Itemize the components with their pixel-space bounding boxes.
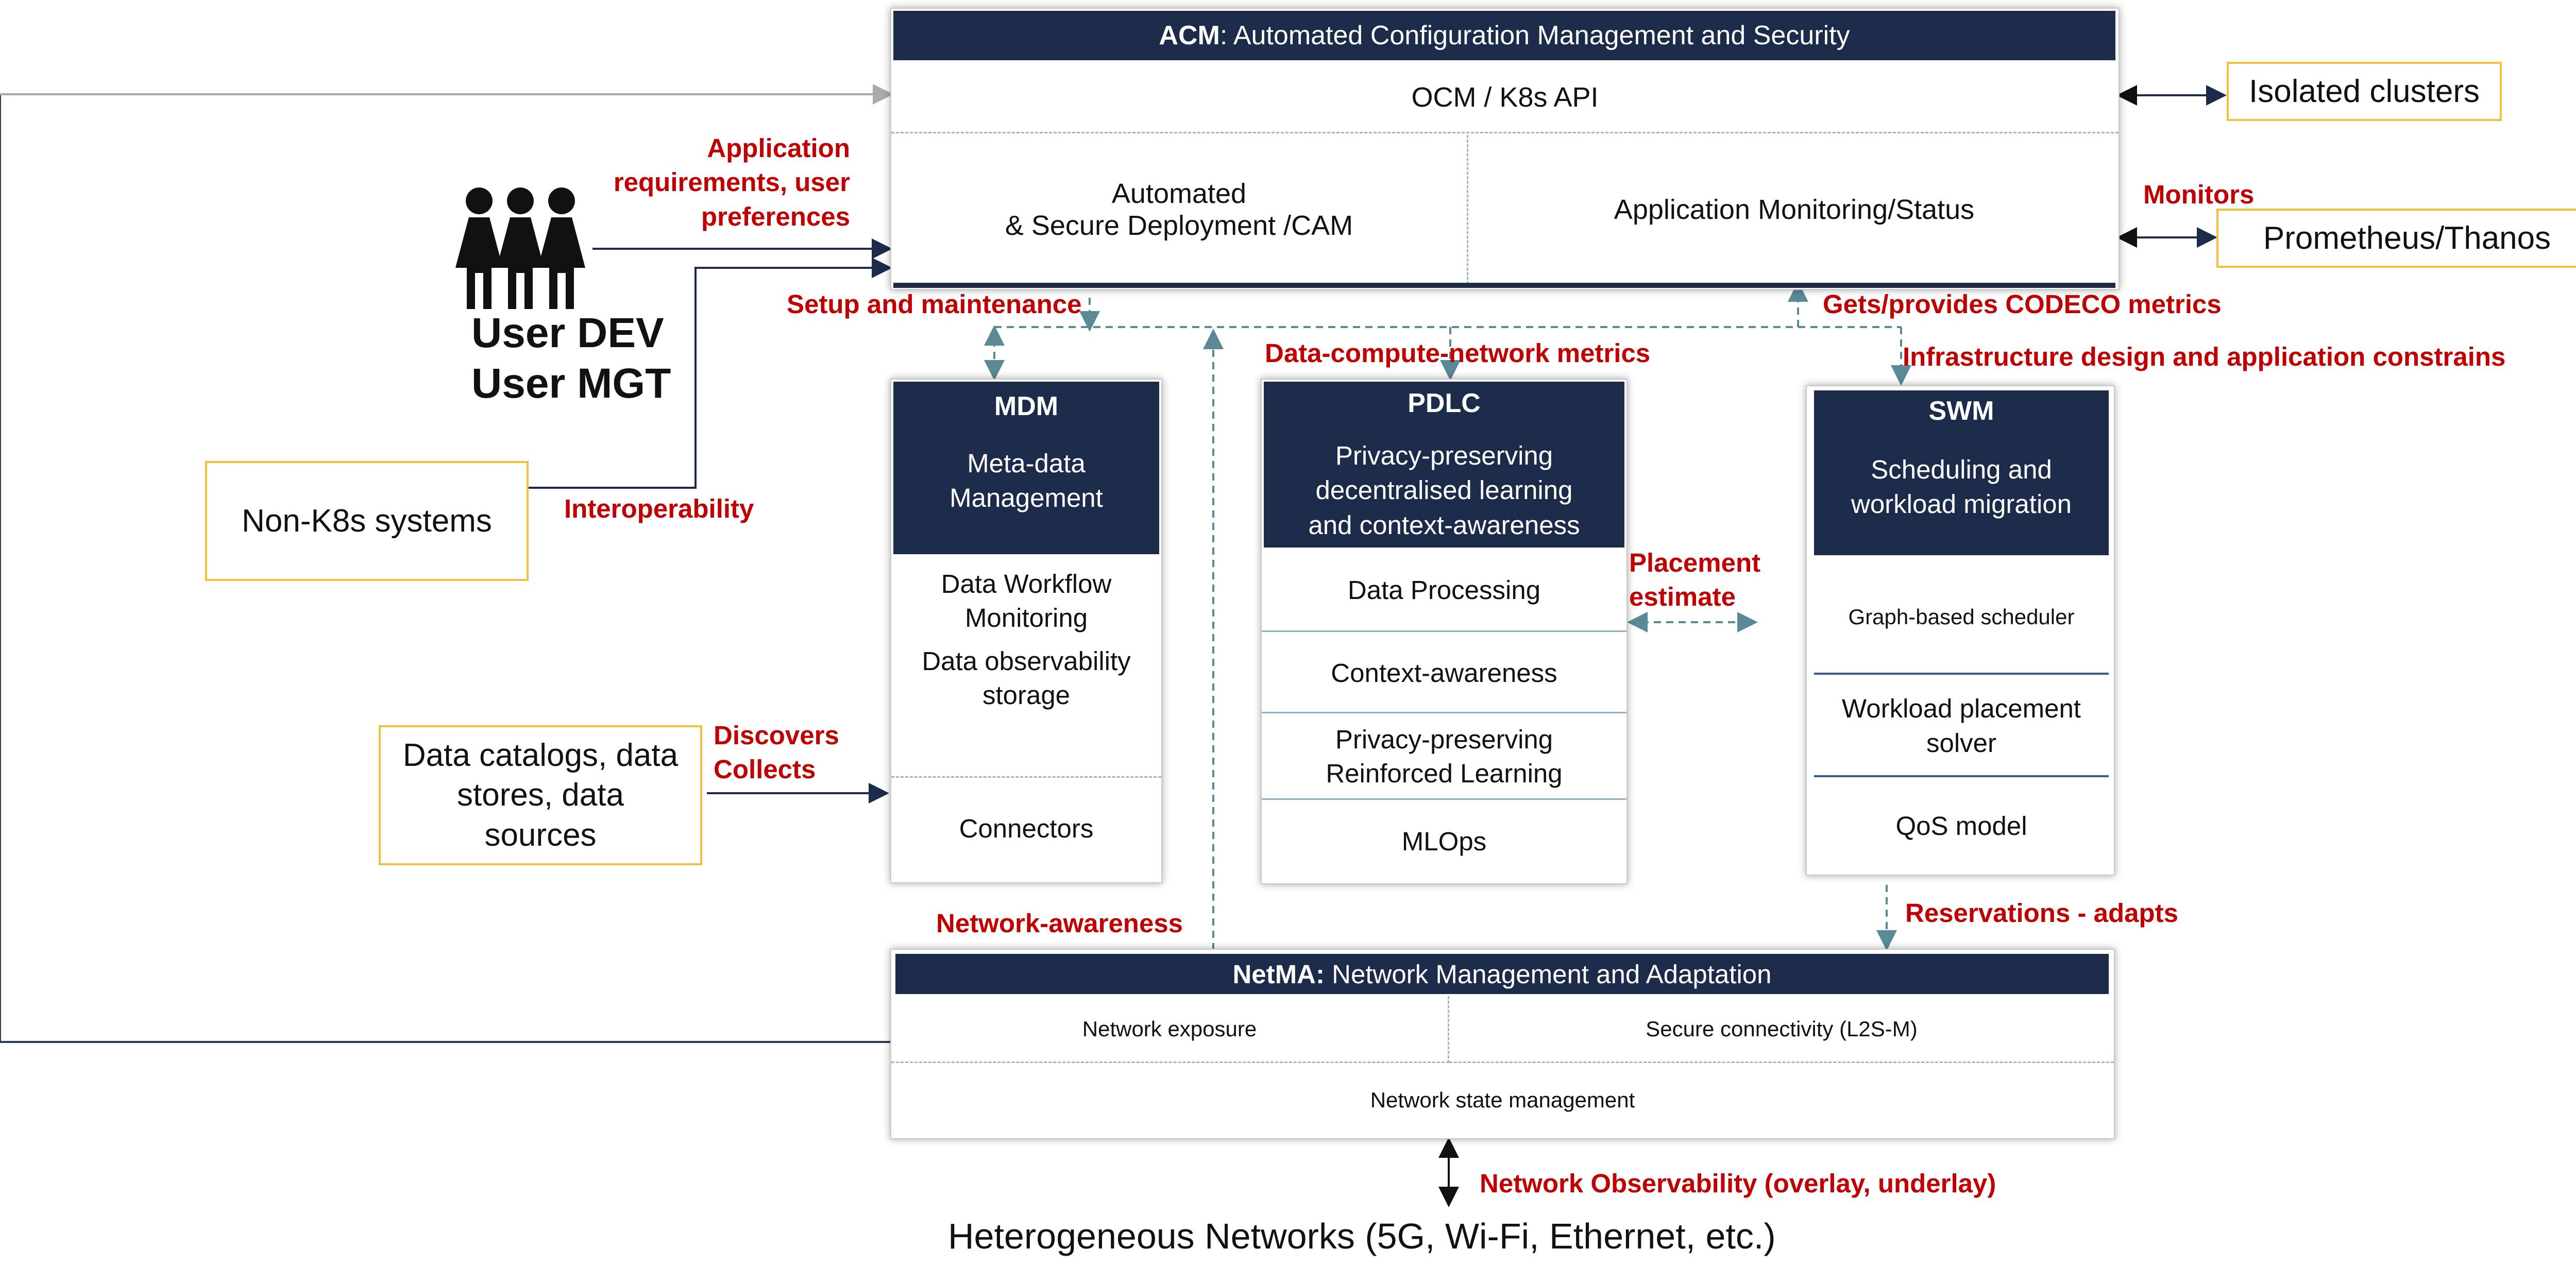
non-k8s-arrow xyxy=(528,258,892,489)
label-app-requirements: Application requirements, user preferenc… xyxy=(613,133,850,231)
user-mgt-label: User MGT xyxy=(471,360,671,407)
swm-panel: SWM Scheduling and workload migration Gr… xyxy=(1806,385,2115,876)
acm-api: OCM / K8s API xyxy=(891,62,2119,133)
isolated-clusters-box: Isolated clusters xyxy=(2227,62,2502,121)
netma-title-bar: NetMA: Network Management and Adaptation xyxy=(895,954,2109,994)
swm-graph-scheduler: Graph-based scheduler xyxy=(1814,561,2109,675)
netma-panel: NetMA: Network Management and Adaptation… xyxy=(890,949,2115,1139)
prometheus-box: Prometheus/Thanos xyxy=(2216,209,2576,268)
label-setup: Setup and maintenance xyxy=(787,289,1082,319)
swm-header: SWM Scheduling and workload migration xyxy=(1814,390,2109,555)
swm-subtitle: Scheduling and workload migration xyxy=(1851,455,2072,519)
user-dev-label: User DEV xyxy=(471,310,664,356)
acm-title-bold: ACM xyxy=(1159,21,1220,50)
non-k8s-box: Non-K8s systems xyxy=(205,461,529,581)
pdlc-panel: PDLC Privacy-preserving decentralised le… xyxy=(1261,379,1628,884)
netma-exposure: Network exposure xyxy=(891,996,1449,1063)
pdlc-privacy-rl: Privacy-preserving Reinforced Learning xyxy=(1262,715,1626,800)
label-dcn-metrics: Data-compute-network metrics xyxy=(1265,338,1651,368)
pdlc-mlops: MLOps xyxy=(1401,827,1487,856)
acm-deployment: Automated & Secure Deployment /CAM xyxy=(891,135,1468,284)
label-monitors: Monitors xyxy=(2143,180,2255,209)
non-k8s-label: Non-K8s systems xyxy=(242,503,492,539)
data-catalogs-label: Data catalogs, data stores, data sources xyxy=(402,737,679,853)
mdm-title: MDM xyxy=(994,391,1059,421)
label-network-observability: Network Observability (overlay, underlay… xyxy=(1480,1169,1996,1198)
label-interoperability: Interoperability xyxy=(564,494,754,523)
mdm-header: MDM Meta-data Management xyxy=(893,382,1159,554)
users-icon xyxy=(453,185,587,309)
pdlc-subtitle: Privacy-preserving decentralised learnin… xyxy=(1308,441,1580,540)
pdlc-data-processing: Data Processing xyxy=(1262,550,1626,632)
swm-qos-model: QoS model xyxy=(1895,811,2027,841)
acm-bottom-bar xyxy=(893,283,2115,288)
netma-title: Network Management and Adaptation xyxy=(1324,959,1772,989)
netma-state-management: Network state management xyxy=(1370,1088,1635,1112)
mdm-subtitle: Meta-data Management xyxy=(950,449,1103,512)
mdm-workflow-monitoring: Data Workflow Monitoring xyxy=(941,569,1112,632)
acm-title-bar: ACM: Automated Configuration Management … xyxy=(893,11,2115,60)
label-gets-provides: Gets/provides CODECO metrics xyxy=(1823,289,2222,319)
data-catalogs-box: Data catalogs, data stores, data sources xyxy=(379,725,702,865)
acm-panel: ACM: Automated Configuration Management … xyxy=(890,8,2120,290)
netma-secure-connectivity: Secure connectivity (L2S-M) xyxy=(1449,996,2114,1063)
acm-monitoring: Application Monitoring/Status xyxy=(1614,194,1975,225)
label-discovers: Discovers Collects xyxy=(714,721,839,784)
pdlc-header: PDLC Privacy-preserving decentralised le… xyxy=(1264,382,1624,548)
prometheus-label: Prometheus/Thanos xyxy=(2263,220,2551,256)
mdm-panel: MDM Meta-data Management Data Workflow M… xyxy=(890,379,1162,883)
label-network-awareness: Network-awareness xyxy=(936,909,1183,938)
swm-placement-solver: Workload placement solver xyxy=(1814,677,2109,777)
mdm-observability-storage: Data observability storage xyxy=(922,646,1131,710)
label-reservations: Reservations - adapts xyxy=(1905,898,2179,928)
netma-title-bold: NetMA: xyxy=(1232,959,1325,989)
isolated-clusters-label: Isolated clusters xyxy=(2249,74,2480,109)
loop-line-bottom xyxy=(0,94,894,1043)
pdlc-context-awareness: Context-awareness xyxy=(1262,634,1626,713)
pdlc-title: PDLC xyxy=(1408,388,1481,418)
label-infrastructure: Infrastructure design and application co… xyxy=(1903,342,2506,371)
acm-title: : Automated Configuration Management and… xyxy=(1219,21,1850,50)
label-placement: Placement estimate xyxy=(1629,548,1761,612)
swm-title: SWM xyxy=(1928,396,1994,426)
networks-label: Heterogeneous Networks (5G, Wi-Fi, Ether… xyxy=(948,1216,1776,1256)
mdm-connectors: Connectors xyxy=(891,776,1161,879)
